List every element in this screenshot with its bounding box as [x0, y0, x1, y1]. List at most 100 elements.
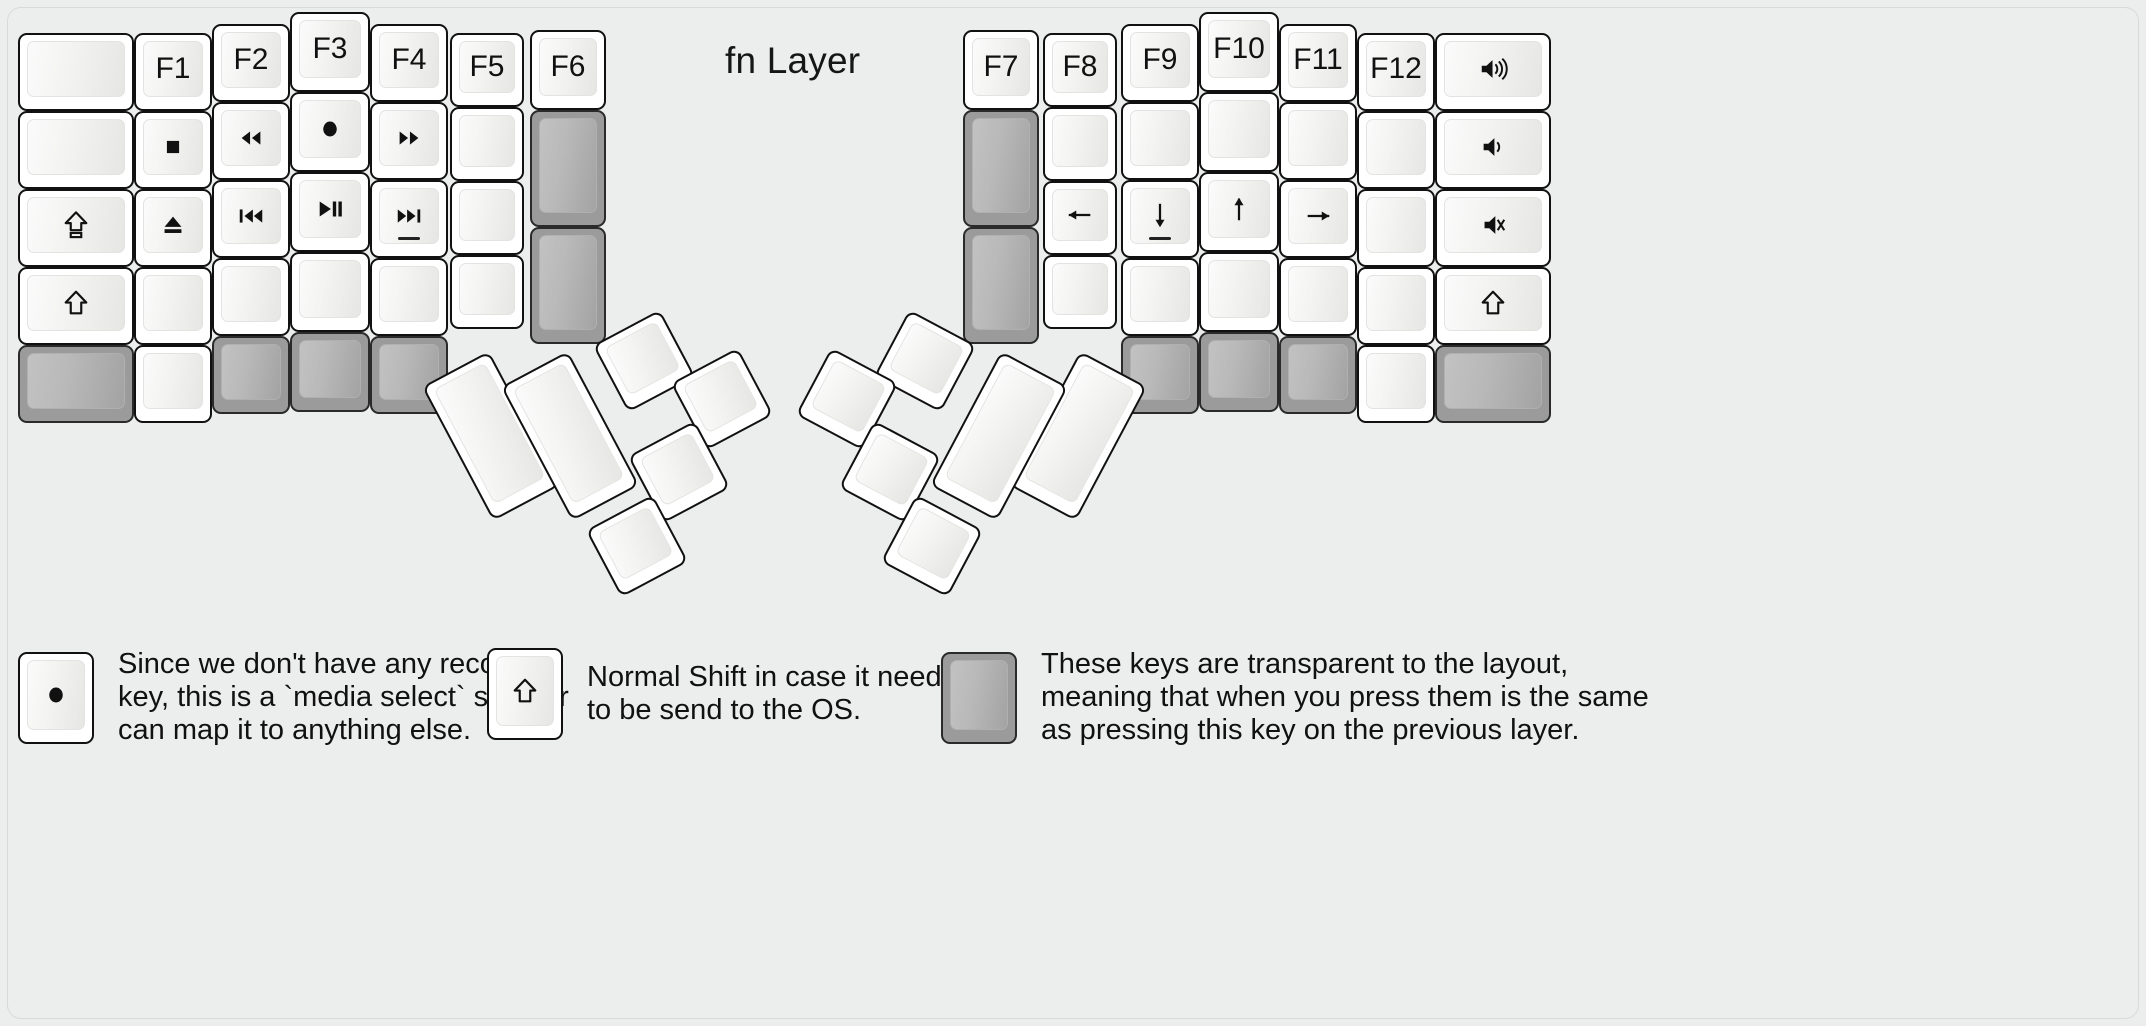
- keycap-surface: [1208, 100, 1270, 158]
- left-middle-column-key-1[interactable]: F3: [290, 12, 370, 92]
- volume-up-icon: [1481, 57, 1508, 81]
- left-pinky-column-key-1[interactable]: F1: [134, 33, 212, 111]
- keycap-surface: F9: [1130, 32, 1190, 88]
- keycap-surface: [496, 656, 554, 726]
- left-inner-column-key-4[interactable]: [450, 255, 524, 329]
- right-pinky-outer-column-key-3[interactable]: [1435, 189, 1551, 267]
- shift-icon: [64, 290, 88, 315]
- left-middle-column-key-3[interactable]: [290, 172, 370, 252]
- left-inner-column-key-2[interactable]: [450, 107, 524, 181]
- left-innermost-column-key-3[interactable]: [530, 227, 606, 344]
- left-middle-column-key-5[interactable]: [290, 332, 370, 412]
- right-pinky-column-key-4[interactable]: [1357, 267, 1435, 345]
- arrow-up-glyph: [1224, 194, 1254, 224]
- left-pinky-outer-column-key-2[interactable]: [18, 111, 134, 189]
- left-pinky-outer-column-key-1[interactable]: [18, 33, 134, 111]
- keycap-surface: [1052, 115, 1108, 167]
- right-inner-column-key-3[interactable]: [1043, 181, 1117, 255]
- right-pinky-column-key-2[interactable]: [1357, 111, 1435, 189]
- volume-up-glyph: [1478, 54, 1508, 84]
- right-pinky-column-key-5[interactable]: [1357, 345, 1435, 423]
- right-pinky-outer-column-key-2[interactable]: [1435, 111, 1551, 189]
- right-pinky-column-key-1[interactable]: F12: [1357, 33, 1435, 111]
- right-inner-column-key-4[interactable]: [1043, 255, 1117, 329]
- keycap-surface: [1130, 266, 1190, 322]
- left-pinky-column-key-3[interactable]: [134, 189, 212, 267]
- right-index-column-key-1[interactable]: F9: [1121, 24, 1199, 102]
- right-ring-column-key-4[interactable]: [1279, 258, 1357, 336]
- keycap-surface: F5: [459, 41, 515, 93]
- right-middle-column-key-4[interactable]: [1199, 252, 1279, 332]
- right-index-column-key-4[interactable]: [1121, 258, 1199, 336]
- left-ring-column-key-4[interactable]: [212, 258, 290, 336]
- key-label: F9: [1142, 43, 1178, 76]
- right-ring-column-key-2[interactable]: [1279, 102, 1357, 180]
- left-pinky-outer-column-key-3[interactable]: [18, 189, 134, 267]
- left-ring-column-key-2[interactable]: [212, 102, 290, 180]
- left-pinky-outer-column-key-5[interactable]: [18, 345, 134, 423]
- keycap-surface: [27, 197, 125, 253]
- right-middle-column-key-3[interactable]: [1199, 172, 1279, 252]
- left-index-column-key-2[interactable]: [370, 102, 448, 180]
- key-label: F6: [550, 50, 586, 83]
- left-pinky-outer-column-key-4[interactable]: [18, 267, 134, 345]
- legend-normal-shift-text: Normal Shift in case it needs to be send…: [587, 660, 957, 726]
- legend-normal-shift: Normal Shift in case it needs to be send…: [487, 648, 956, 740]
- key-label: F4: [391, 43, 427, 76]
- keycap-surface: [459, 189, 515, 241]
- left-ring-column-key-5[interactable]: [212, 336, 290, 414]
- right-middle-column-key-1[interactable]: F10: [1199, 12, 1279, 92]
- key-label: F1: [155, 52, 191, 85]
- right-ring-column-key-5[interactable]: [1279, 336, 1357, 414]
- right-middle-column-key-5[interactable]: [1199, 332, 1279, 412]
- keycap-surface: [221, 110, 281, 166]
- media-eject-glyph: [158, 210, 188, 240]
- left-middle-column-key-4[interactable]: [290, 252, 370, 332]
- right-middle-column-key-2[interactable]: [1199, 92, 1279, 172]
- keycap-surface: F11: [1288, 32, 1348, 88]
- right-innermost-column-key-2[interactable]: [963, 110, 1039, 227]
- right-inner-column-key-2[interactable]: [1043, 107, 1117, 181]
- legend-transparent-key-swatch: [941, 651, 1017, 744]
- media-record-glyph: [41, 680, 71, 710]
- right-pinky-outer-column-key-1[interactable]: [1435, 33, 1551, 111]
- keycap-surface: [1444, 353, 1542, 409]
- left-index-column-key-1[interactable]: F4: [370, 24, 448, 102]
- left-ring-column-key-1[interactable]: F2: [212, 24, 290, 102]
- left-inner-column-key-3[interactable]: [450, 181, 524, 255]
- keycap-surface: [972, 235, 1030, 330]
- right-ring-column-key-3[interactable]: [1279, 180, 1357, 258]
- left-pinky-column-key-2[interactable]: [134, 111, 212, 189]
- right-index-column-key-2[interactable]: [1121, 102, 1199, 180]
- right-pinky-column-key-3[interactable]: [1357, 189, 1435, 267]
- keycap-surface: [221, 266, 281, 322]
- legend-media-select-swatch: [18, 651, 94, 744]
- right-pinky-outer-column-key-4[interactable]: [1435, 267, 1551, 345]
- keycap-surface: [379, 266, 439, 322]
- media-record-icon: [323, 121, 337, 137]
- left-middle-column-key-2[interactable]: [290, 92, 370, 172]
- keycap-surface: [895, 505, 972, 581]
- keycap-surface: F4: [379, 32, 439, 88]
- keycap-surface: [1208, 260, 1270, 318]
- left-ring-column-key-3[interactable]: [212, 180, 290, 258]
- keycap-surface: [459, 263, 515, 315]
- right-pinky-outer-column-key-5[interactable]: [1435, 345, 1551, 423]
- left-pinky-column-key-4[interactable]: [134, 267, 212, 345]
- left-pinky-column-key-5[interactable]: [134, 345, 212, 423]
- keycap-surface: [810, 358, 887, 434]
- left-innermost-column-key-2[interactable]: [530, 110, 606, 227]
- right-innermost-column-key-3[interactable]: [963, 227, 1039, 344]
- left-innermost-column-key-1[interactable]: F6: [530, 30, 606, 110]
- right-ring-column-key-1[interactable]: F11: [1279, 24, 1357, 102]
- left-index-column-key-4[interactable]: [370, 258, 448, 336]
- right-innermost-column-key-1[interactable]: F7: [963, 30, 1039, 110]
- arrow-down-icon: [1155, 203, 1165, 228]
- left-inner-column-key-1[interactable]: F5: [450, 33, 524, 107]
- keycap-surface: [853, 431, 930, 507]
- keycap-surface: F12: [1366, 41, 1426, 97]
- left-index-column-key-3[interactable]: [370, 180, 448, 258]
- right-inner-column-key-1[interactable]: F8: [1043, 33, 1117, 107]
- media-playpause-glyph: [315, 194, 345, 224]
- right-index-column-key-3[interactable]: [1121, 180, 1199, 258]
